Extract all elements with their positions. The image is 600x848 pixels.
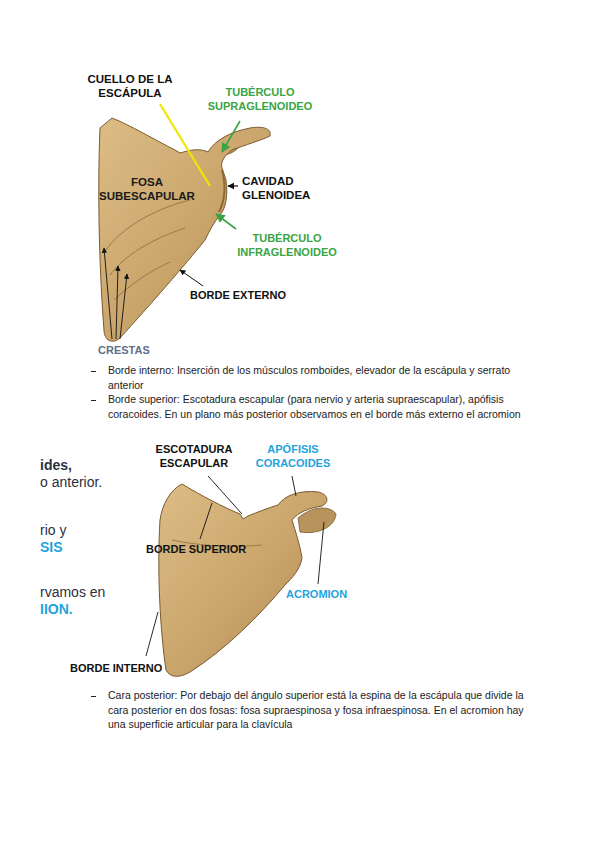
- leader-arrow: [116, 266, 118, 339]
- bullet-text: Borde interno: Inserción de los músculos…: [108, 363, 538, 392]
- part-label: TUBÉRCULO SUPRAGLENOIDEO: [200, 86, 320, 114]
- bullet-text: Borde superior: Escotadura escapular (pa…: [108, 392, 538, 421]
- cropped-text: ides,: [40, 457, 72, 475]
- leader-line: [208, 476, 242, 514]
- glenoid-rim: [219, 170, 224, 212]
- leader-arrow: [120, 274, 127, 339]
- bone-ridge: [110, 228, 185, 275]
- part-label: CAVIDAD GLENOIDEA: [242, 174, 326, 203]
- part-label: ACROMION: [286, 588, 347, 602]
- bullet-dash: [91, 371, 96, 372]
- leader-line: [146, 612, 158, 656]
- leader-arrow: [104, 248, 112, 339]
- scapula-anterior: [99, 118, 270, 341]
- part-label: BORDE EXTERNO: [190, 289, 286, 303]
- leader-line: [160, 104, 210, 186]
- part-label: BORDE SUPERIOR: [146, 543, 246, 557]
- part-label: TUBÉRCULO INFRAGLENOIDEO: [228, 232, 346, 260]
- part-label: ESCOTADURA ESCAPULAR: [145, 443, 243, 471]
- leader-arrow: [228, 185, 238, 186]
- leader-line: [200, 503, 212, 539]
- cropped-text: rio y: [40, 522, 66, 540]
- bullet-dash: [91, 400, 96, 401]
- bone-ridge: [114, 262, 170, 300]
- cropped-text: o anterior.: [40, 474, 102, 492]
- part-label: BORDE INTERNO: [70, 662, 162, 676]
- bullet-dash: [91, 696, 96, 697]
- cropped-text: rvamos en: [40, 584, 105, 602]
- cropped-text: SIS: [40, 539, 63, 557]
- scapula-bone: [159, 484, 327, 676]
- leader-line: [292, 476, 296, 496]
- part-label: CUELLO DE LA ESCÁPULA: [80, 72, 180, 101]
- part-label: CRESTAS: [98, 344, 150, 358]
- part-label: FOSA SUBESCAPULAR: [92, 175, 202, 204]
- leader-arrow: [222, 121, 240, 152]
- part-label: APÓFISIS CORACOIDES: [242, 443, 344, 471]
- leader-arrow: [216, 214, 236, 229]
- leader-arrow: [180, 270, 203, 286]
- cropped-text: IION.: [40, 601, 73, 619]
- scapula-bone: [99, 118, 270, 341]
- bone-ridge: [106, 200, 190, 250]
- scapula-superior-view: [159, 484, 336, 676]
- leader-line: [318, 522, 324, 584]
- bullet-text: Cara posterior: Por debajo del ángulo su…: [108, 688, 538, 732]
